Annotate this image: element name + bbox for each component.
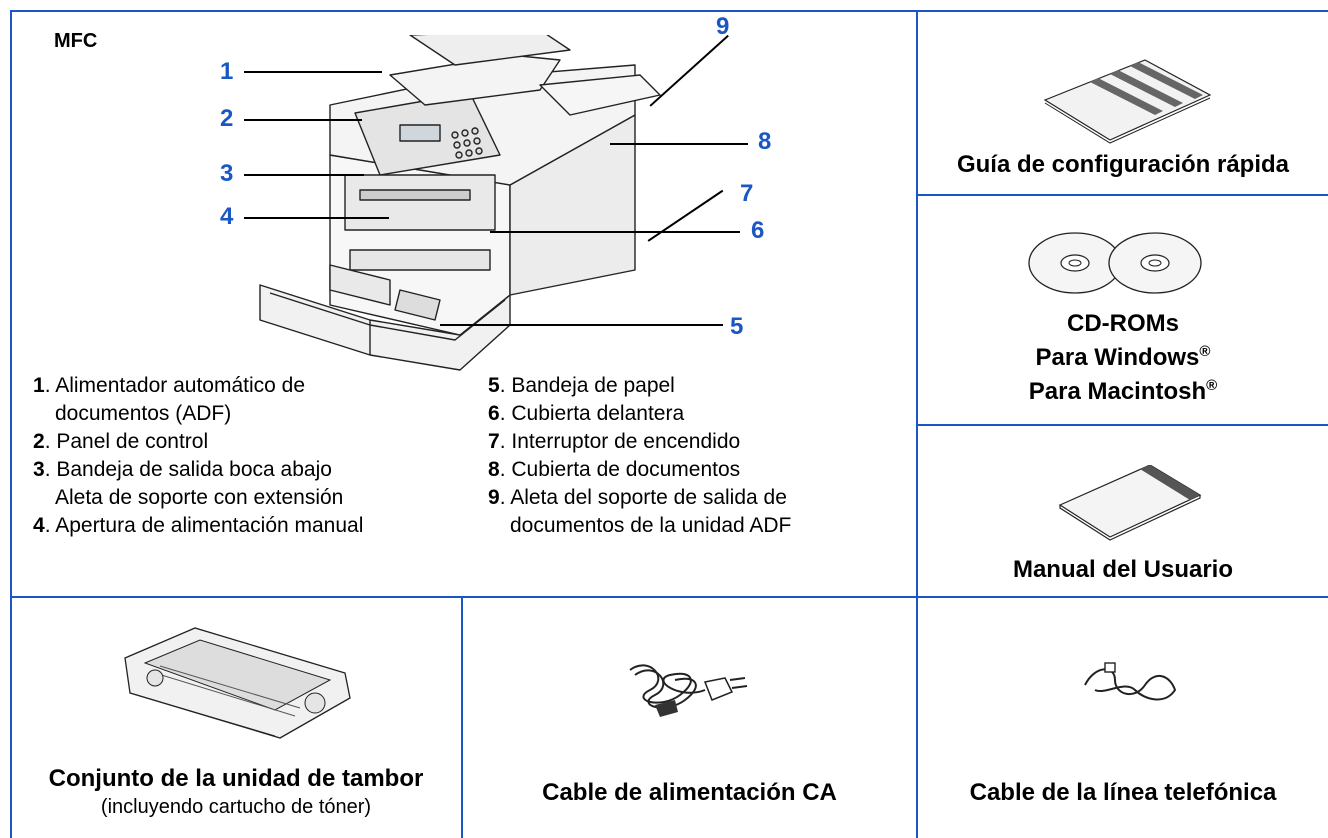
callout-1: 1	[220, 58, 234, 85]
parts-list-right: 5. Bandeja de papel 6. Cubierta delanter…	[488, 372, 908, 540]
drum-unit-title: Conjunto de la unidad de tambor	[48, 765, 424, 792]
list-item: 2. Panel de control	[33, 430, 209, 453]
callout-6: 6	[751, 217, 765, 244]
callout-7: 7	[740, 180, 754, 207]
user-manual-icon	[1058, 465, 1202, 541]
divider	[916, 194, 1328, 196]
list-item: 6. Cubierta delantera	[488, 402, 685, 425]
quick-guide-icon	[1043, 59, 1212, 144]
leader-line	[244, 71, 382, 73]
ac-cable-title: Cable de alimentación CA	[542, 779, 837, 806]
printer-illustration	[259, 35, 661, 371]
callout-9: 9	[716, 13, 730, 40]
cd-macintosh: Para Macintosh	[1028, 378, 1207, 405]
leader-line	[244, 217, 389, 219]
drum-unit-icon	[124, 627, 351, 739]
cd-windows: Para Windows	[1035, 344, 1200, 371]
list-item: 4. Apertura de alimentación manual	[33, 514, 364, 537]
cd-roms-caption: CD-ROMs Para Windows® Para Macintosh®	[918, 310, 1328, 406]
ac-cable-icon	[629, 664, 748, 717]
list-item: 7. Interruptor de encendido	[488, 430, 741, 453]
divider	[10, 596, 1328, 598]
cd-roms-title: CD-ROMs	[1067, 310, 1179, 337]
cd-rom-icon	[1028, 232, 1202, 294]
leader-line	[610, 143, 748, 145]
phone-cable-icon	[1084, 662, 1177, 701]
model-label: MFC	[54, 30, 98, 52]
drum-unit-subtitle: (incluyendo cartucho de tóner)	[100, 796, 372, 818]
divider	[916, 424, 1328, 426]
drum-unit-caption: Conjunto de la unidad de tambor (incluye…	[12, 765, 460, 821]
callout-4: 4	[220, 203, 234, 230]
phone-cable-title: Cable de la línea telefónica	[969, 779, 1277, 806]
leader-line	[490, 231, 740, 233]
user-manual-title: Manual del Usuario	[1012, 556, 1234, 583]
callout-2: 2	[220, 105, 234, 132]
leader-line	[244, 174, 364, 176]
callout-3: 3	[220, 160, 234, 187]
divider	[461, 596, 463, 838]
quick-guide-title: Guía de configuración rápida	[956, 151, 1290, 178]
list-item: 8. Cubierta de documentos	[488, 458, 741, 481]
list-item: 5. Bandeja de papel	[488, 374, 675, 397]
leader-line	[440, 324, 723, 326]
callout-5: 5	[730, 313, 744, 340]
leader-line	[244, 119, 362, 121]
callout-8: 8	[758, 128, 772, 155]
page-frame	[10, 10, 1328, 838]
